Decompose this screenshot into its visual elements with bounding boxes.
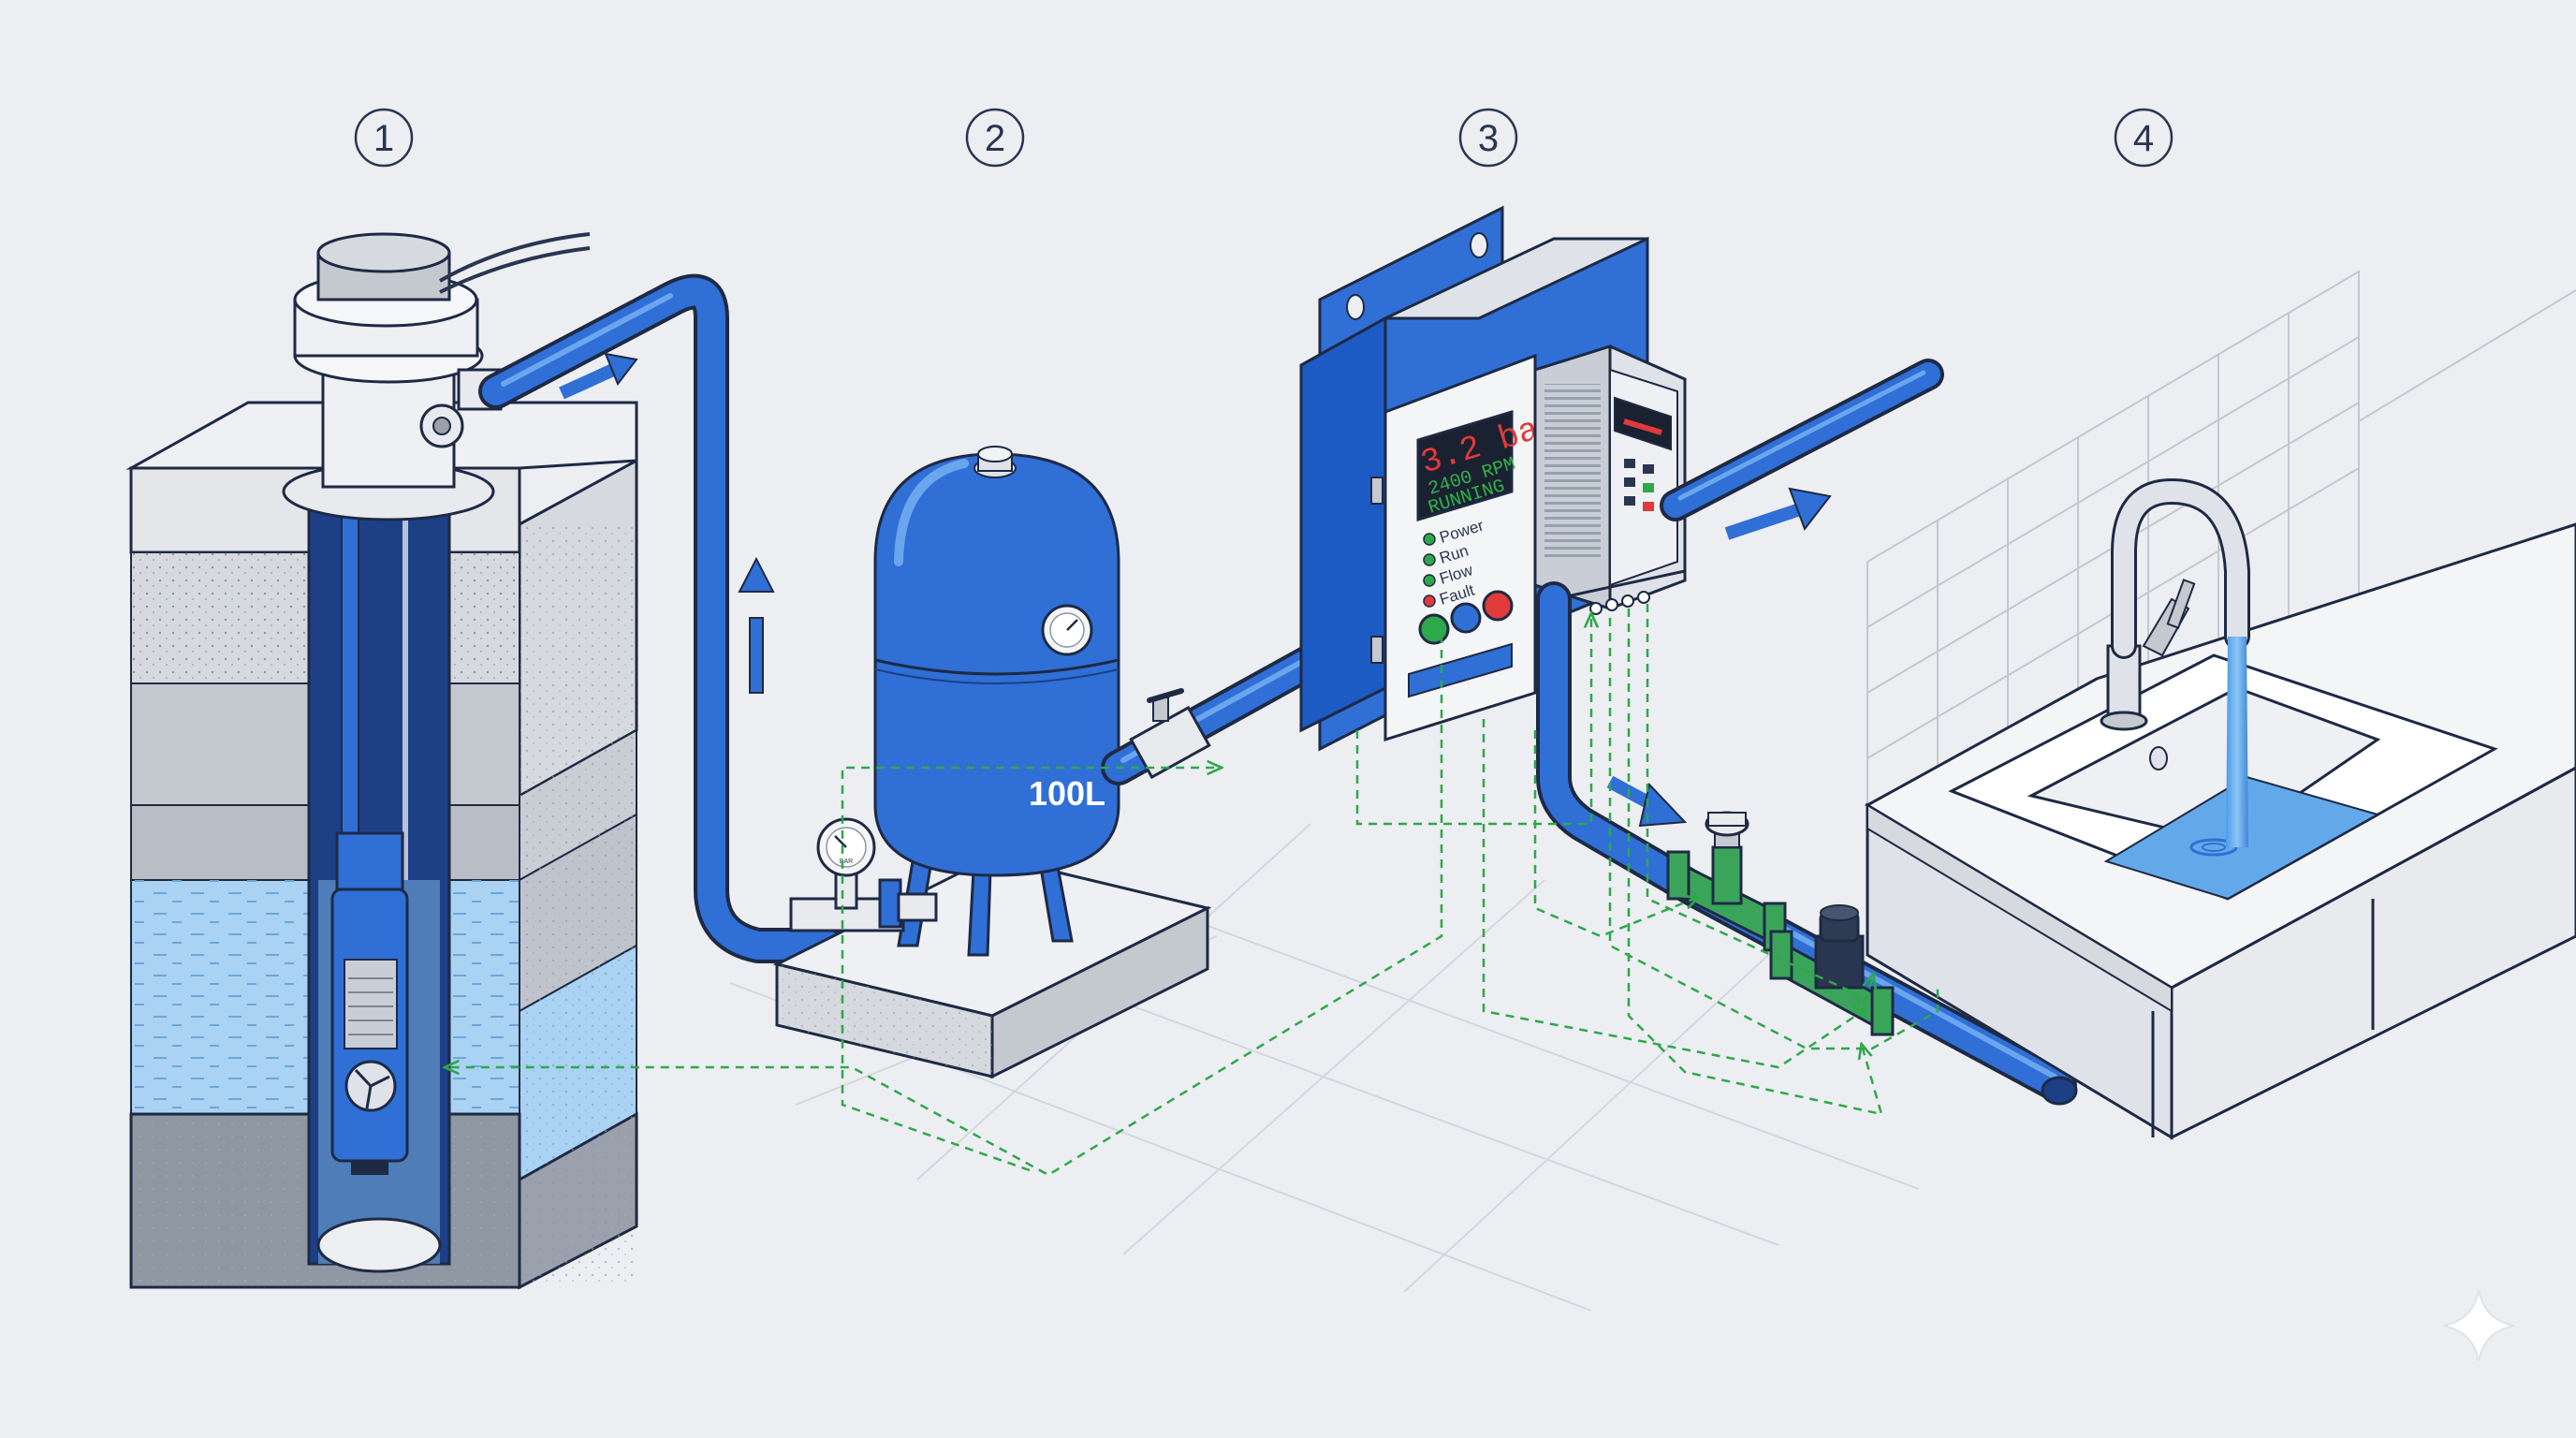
submersible-pump bbox=[330, 831, 409, 1175]
counter-cabinet bbox=[1866, 766, 2576, 1140]
controller-outlet-pipe bbox=[1660, 359, 1944, 521]
flow-led bbox=[1423, 574, 1436, 587]
flow-arrow bbox=[559, 352, 638, 400]
power-led bbox=[1423, 533, 1436, 546]
vfd-terminals bbox=[1589, 591, 1650, 615]
run-led bbox=[1423, 553, 1436, 566]
signal-line-outlet bbox=[1608, 618, 1939, 1050]
step-number: 4 bbox=[2133, 118, 2154, 159]
controller-assembly: 3.2 bar 2400 RPM RUNNING Power Run Flow … bbox=[1299, 205, 1687, 752]
signal-line-pressure-sensor bbox=[1533, 730, 1694, 938]
step-marker-4: 4 bbox=[2114, 108, 2174, 168]
controller-display: 3.2 bar 2400 RPM RUNNING bbox=[1416, 404, 1563, 522]
step-number: 3 bbox=[1478, 118, 1499, 159]
well-cross-section bbox=[125, 232, 638, 1290]
signal-line-vfd bbox=[1627, 609, 1883, 1116]
tank-capacity-label: 100L bbox=[1029, 774, 1105, 813]
signal-line-tank bbox=[841, 768, 1217, 1172]
signal-line-controller bbox=[1355, 618, 1591, 826]
well-head bbox=[282, 232, 591, 521]
well-right-face bbox=[518, 458, 638, 1290]
step-marker-1: 1 bbox=[354, 108, 414, 168]
ball-valve bbox=[1129, 688, 1211, 780]
pressure-tank: 100L bbox=[873, 446, 1120, 877]
vfd-keypad[interactable] bbox=[1624, 459, 1654, 511]
pressure-tank-assembly: 100L BAR bbox=[772, 446, 1212, 1079]
signal-line-sensor-feedback bbox=[1646, 604, 1863, 1011]
signal-line-pump bbox=[449, 620, 1443, 1177]
water-stream bbox=[2226, 637, 2248, 847]
panel-stripe bbox=[1408, 642, 1513, 698]
flow-arrow bbox=[1724, 487, 1832, 540]
step-number: 1 bbox=[373, 118, 394, 159]
pressure-sensor-fitting bbox=[1666, 811, 1787, 952]
sparkle-icon bbox=[2442, 1289, 2515, 1362]
start-button[interactable] bbox=[1418, 613, 1450, 645]
tank-pressure-gauge bbox=[1041, 604, 1093, 656]
step-marker-3: 3 bbox=[1458, 108, 1518, 168]
fault-led bbox=[1423, 594, 1436, 608]
well-outlet-pipe bbox=[478, 273, 846, 963]
concrete-base bbox=[772, 855, 1212, 1079]
faucet bbox=[2100, 477, 2250, 731]
flow-arrow bbox=[738, 556, 775, 694]
gauge-unit-label: BAR bbox=[840, 858, 853, 865]
vfd-drive bbox=[1533, 344, 1687, 615]
step-marker-2: 2 bbox=[965, 108, 1025, 168]
flow-arrow bbox=[1606, 775, 1688, 828]
inlet-manifold: BAR bbox=[789, 817, 938, 932]
stop-button[interactable] bbox=[1482, 590, 1514, 622]
control-signal-lines bbox=[449, 604, 1939, 1177]
mode-button[interactable] bbox=[1450, 602, 1482, 634]
kitchen-sink-station bbox=[1864, 270, 2576, 1140]
step-number: 2 bbox=[985, 118, 1005, 159]
